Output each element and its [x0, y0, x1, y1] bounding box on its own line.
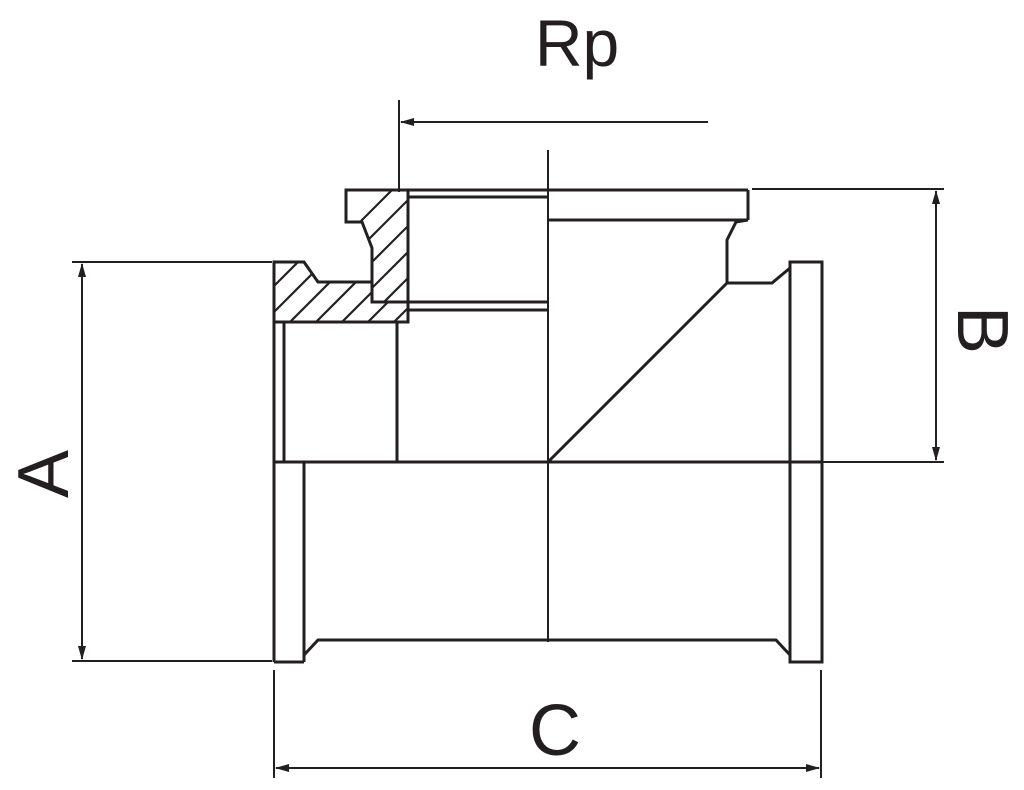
run-wall-section — [272, 260, 410, 324]
a-label: A — [4, 450, 84, 498]
dimension-lines — [72, 100, 944, 778]
b-label: B — [942, 306, 1022, 354]
c-label: C — [529, 691, 581, 771]
section-hatching — [346, 190, 408, 302]
branch-wall-section — [344, 188, 410, 304]
rp-label: Rp — [535, 6, 619, 80]
tee-fitting-body — [272, 150, 824, 664]
